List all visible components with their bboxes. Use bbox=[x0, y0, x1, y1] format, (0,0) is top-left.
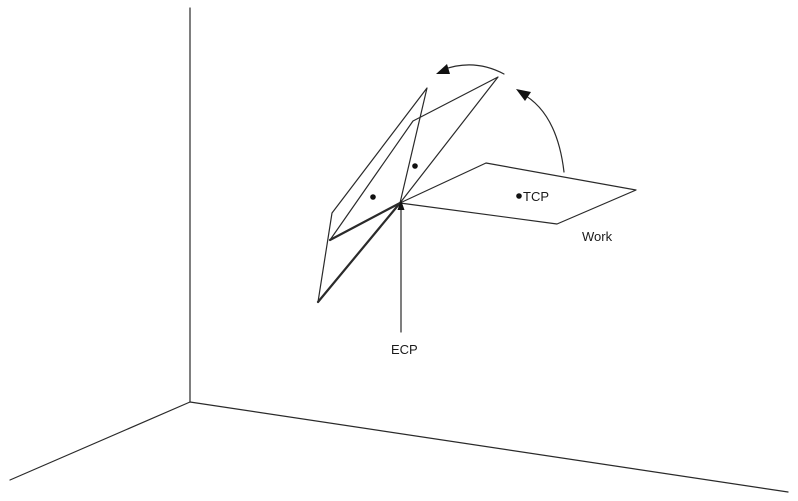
ecp-label: ECP bbox=[391, 342, 418, 357]
tcp-point bbox=[516, 193, 522, 199]
right-floor-axis bbox=[189, 401, 789, 493]
work-label: Work bbox=[582, 229, 613, 244]
plane-center-point-left bbox=[370, 194, 376, 200]
rotation-arrow-outer bbox=[516, 89, 565, 173]
rotation-arrow-top bbox=[436, 64, 505, 75]
rotation-arc-top bbox=[441, 64, 505, 75]
tcp-label: TCP bbox=[523, 189, 549, 204]
left-floor-axis bbox=[9, 401, 191, 481]
arrowhead-outer-icon bbox=[516, 89, 531, 101]
ecp-pointer bbox=[397, 200, 405, 333]
ecp-arrowhead-icon bbox=[397, 200, 405, 210]
plane-center-point-right bbox=[412, 163, 418, 169]
front-edge-upper bbox=[328, 201, 402, 242]
plane-front-edges bbox=[316, 201, 402, 304]
coordinate-axes bbox=[9, 7, 789, 493]
rotated-plane-final bbox=[329, 76, 499, 241]
arrowhead-top-icon bbox=[436, 64, 450, 74]
front-edge-lower bbox=[316, 201, 402, 304]
rotation-arc-outer bbox=[520, 92, 565, 173]
work-plane bbox=[399, 162, 637, 225]
